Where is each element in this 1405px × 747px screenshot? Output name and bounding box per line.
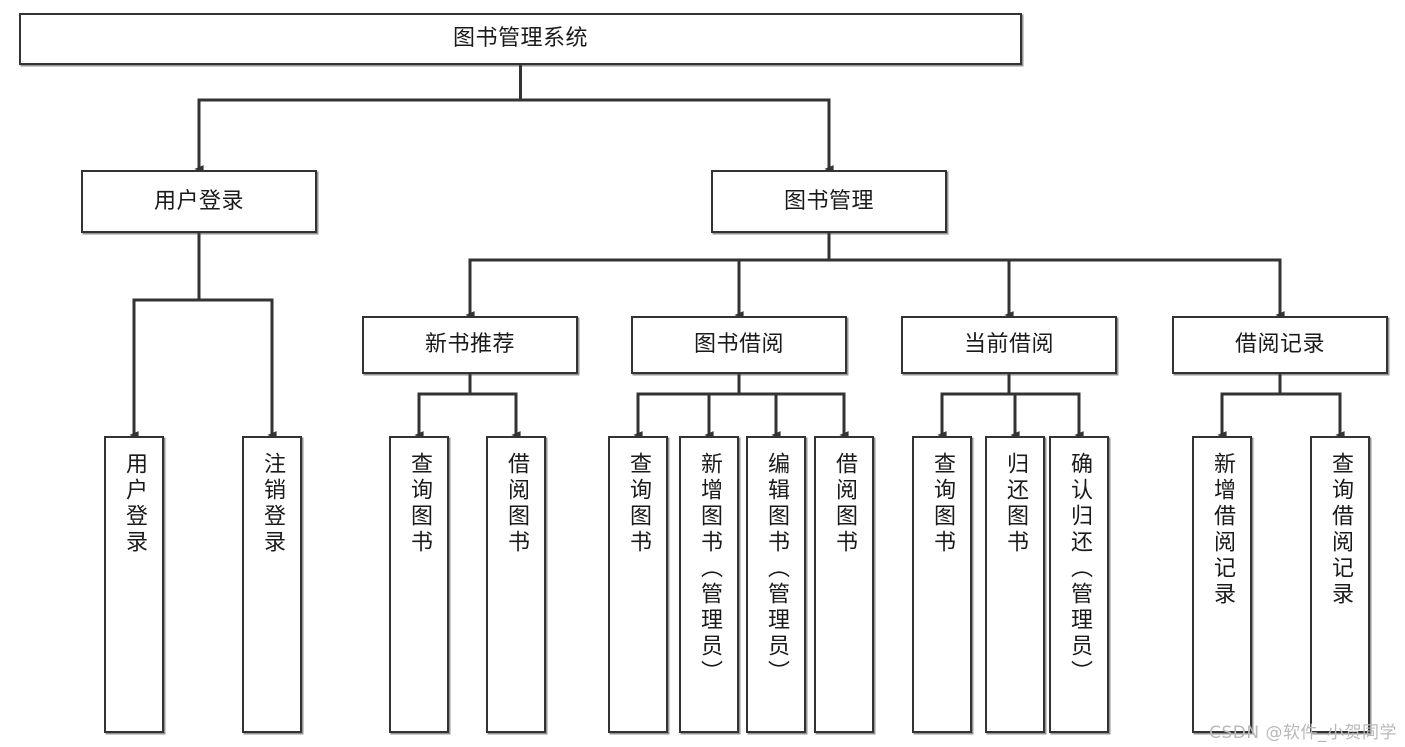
connector-edge	[739, 392, 849, 439]
node-leaf-add-borrow-record[interactable]: 新增借阅记录	[1192, 436, 1252, 733]
node-leaf-query-book-borrow[interactable]: 查询图书	[608, 436, 668, 733]
connector-edge	[414, 392, 470, 439]
node-label: 图书管理系统	[452, 26, 588, 52]
node-current-borrow[interactable]: 当前借阅	[901, 316, 1117, 374]
connector-edge	[194, 98, 521, 173]
node-label: 新增借阅记录	[1210, 452, 1235, 608]
connector-edge	[1280, 392, 1345, 439]
node-label: 用户登录	[153, 188, 244, 214]
node-label: 查询图书	[407, 452, 432, 556]
node-label: 归还图书	[1003, 452, 1028, 556]
node-leaf-return-book[interactable]: 归还图书	[985, 436, 1045, 733]
node-leaf-query-book-current[interactable]: 查询图书	[912, 436, 972, 733]
node-label: 新书推荐	[424, 332, 515, 358]
node-leaf-user-login[interactable]: 用户登录	[104, 436, 164, 733]
connector-edge	[734, 258, 829, 319]
connector-edge	[1009, 392, 1084, 439]
node-leaf-query-book-rec[interactable]: 查询图书	[389, 436, 449, 733]
node-label: 借阅记录	[1234, 332, 1325, 358]
node-user-login[interactable]: 用户登录	[81, 170, 317, 233]
connector-edge	[739, 392, 781, 439]
node-leaf-query-borrow-record[interactable]: 查询借阅记录	[1310, 436, 1370, 733]
connector-edge	[199, 298, 277, 439]
node-borrow-records[interactable]: 借阅记录	[1172, 316, 1388, 374]
node-leaf-borrow-book-borrow[interactable]: 借阅图书	[814, 436, 874, 733]
node-label: 查询借阅记录	[1328, 452, 1353, 608]
node-label: 图书管理	[783, 188, 874, 214]
node-label: 借阅图书	[832, 452, 857, 556]
connector-edge	[1009, 392, 1020, 439]
connector-edge	[829, 258, 1285, 319]
node-new-book-recommend[interactable]: 新书推荐	[362, 316, 578, 374]
connector-edge	[129, 298, 199, 439]
connector-edge	[470, 392, 521, 439]
connector-edge	[937, 392, 1009, 439]
connector-edge	[633, 392, 739, 439]
connector-edge	[829, 258, 1014, 319]
node-book-management[interactable]: 图书管理	[711, 170, 947, 233]
connector-edge	[520, 98, 834, 173]
node-label: 图书借阅	[693, 332, 784, 358]
node-root[interactable]: 图书管理系统	[19, 13, 1022, 65]
node-label: 查询图书	[626, 452, 651, 556]
connector-edge	[1217, 392, 1280, 439]
connector-edge	[704, 392, 739, 439]
node-leaf-borrow-book-rec[interactable]: 借阅图书	[486, 436, 546, 733]
node-leaf-add-book-admin[interactable]: 新增图书（管理员）	[679, 436, 739, 733]
node-book-borrow[interactable]: 图书借阅	[631, 316, 847, 374]
node-label: 当前借阅	[963, 332, 1054, 358]
node-leaf-edit-book-admin[interactable]: 编辑图书（管理员）	[746, 436, 806, 733]
node-leaf-confirm-return-admin[interactable]: 确认归还（管理员）	[1049, 436, 1109, 733]
node-label: 确认归还（管理员）	[1067, 452, 1092, 686]
connector-edge	[465, 258, 829, 319]
node-label: 查询图书	[930, 452, 955, 556]
node-label: 编辑图书（管理员）	[764, 452, 789, 686]
node-leaf-user-logout[interactable]: 注销登录	[242, 436, 302, 733]
node-label: 新增图书（管理员）	[697, 452, 722, 686]
node-label: 用户登录	[122, 452, 147, 556]
node-label: 注销登录	[260, 452, 285, 556]
node-label: 借阅图书	[504, 452, 529, 556]
